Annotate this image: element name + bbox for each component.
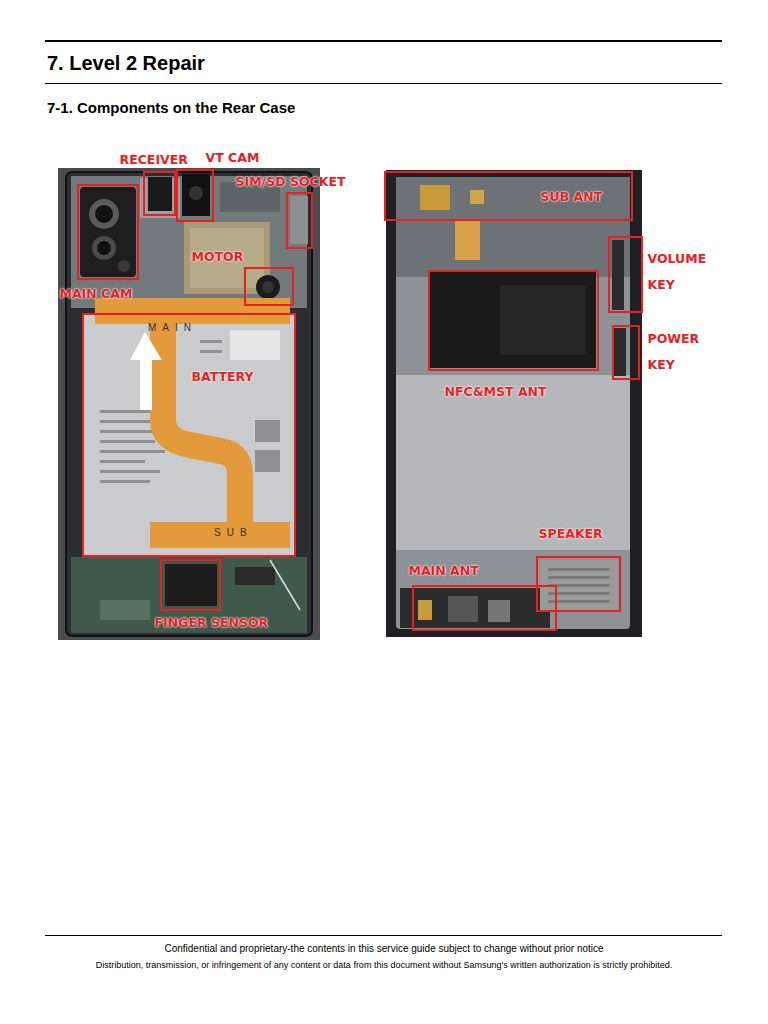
component-label: VT CAM (206, 150, 260, 165)
component-label: MOTOR (192, 249, 244, 264)
component-highlight-box: SIM/SD SOCKET (286, 192, 313, 249)
component-highlight-box: BATTERY (82, 313, 296, 557)
footer-note: Confidential and proprietary-the content… (24, 943, 744, 954)
component-label: SUB ANT (541, 189, 603, 204)
footer-note: Distribution, transmission, or infringem… (24, 960, 744, 970)
component-highlight-box: MAIN ANT (412, 585, 557, 631)
component-highlight-box: NFC&MST ANT (428, 270, 599, 371)
component-label: MAIN ANT (409, 563, 479, 578)
component-highlight-box: MAIN CAM (77, 184, 139, 280)
component-label: MAIN CAM (60, 286, 133, 301)
component-highlight-box: SPEAKER (536, 556, 621, 612)
component-highlight-box: RECEIVER (143, 171, 176, 216)
component-label: SPEAKER (539, 526, 603, 541)
component-label: POWER KEY (648, 326, 712, 378)
flex-marking: SUB (214, 527, 253, 538)
page-title: 7. Level 2 Repair (47, 52, 205, 75)
component-label: SIM/SD SOCKET (236, 174, 346, 189)
component-label: RECEIVER (120, 152, 188, 167)
flex-marking: MAIN (148, 322, 197, 333)
section-heading: 7-1. Components on the Rear Case (47, 99, 295, 116)
component-highlight-box: VOLUME KEY (608, 236, 643, 313)
left-phone-photo (58, 168, 320, 640)
component-label: FINGER SENSOR (155, 615, 269, 630)
component-highlight-box: MOTOR (244, 267, 294, 306)
component-highlight-box: VT CAM (176, 169, 214, 222)
component-highlight-box: POWER KEY (612, 325, 640, 380)
component-label: VOLUME KEY (648, 246, 712, 298)
header-rule (45, 40, 722, 42)
right-frame-photo (386, 170, 642, 637)
component-highlight-box: SUB ANT (384, 171, 633, 221)
component-label: BATTERY (192, 369, 254, 384)
component-label: NFC&MST ANT (445, 384, 547, 399)
component-highlight-box: FINGER SENSOR (160, 559, 221, 611)
header-rule (45, 83, 722, 84)
footer-rule (45, 935, 722, 936)
